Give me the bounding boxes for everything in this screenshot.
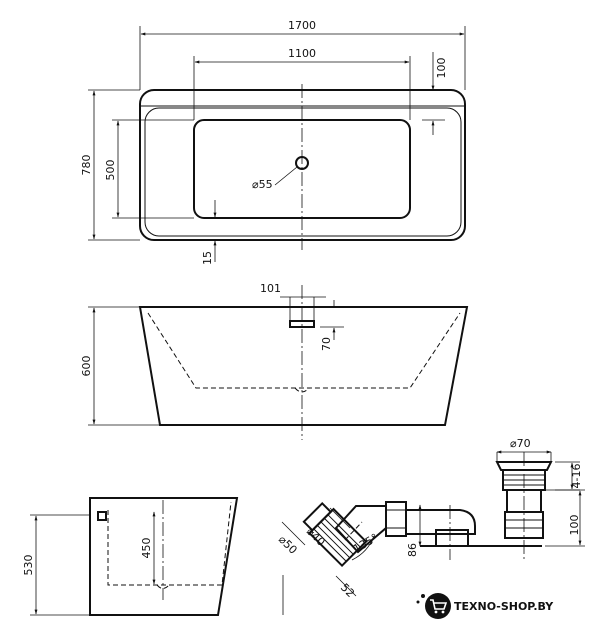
drain-leader [274,166,298,186]
height-label: 600 [80,356,93,377]
top-width-label: 1700 [288,19,316,32]
rim-offset-label: 15 [201,251,214,265]
logo: TEXNO-SHOP.BY [416,593,554,619]
rim-depth-label: 100 [435,58,448,79]
side-inner-dashed [107,501,232,586]
top-view: ⌀55 1700 1100 100 780 500 15 [80,19,466,265]
plug-diameter-label: ⌀70 [510,437,531,450]
inner-width-label: 1100 [288,47,316,60]
side-height-label: 530 [22,555,35,576]
siphon-diagram: ⌀70 4-16 100 86 ⌀40 ⌀50 135° 52 [276,437,585,615]
overflow-height-label: 70 [320,337,333,351]
length-label: 52 [338,581,357,600]
inner-depth-label: 500 [104,160,117,181]
tub-rim-inner [144,107,462,237]
siphon-height-label: 86 [406,543,419,557]
side-view: 450 530 [22,497,239,616]
tub-outer-outline [139,89,466,241]
angle-label: 135° [351,531,380,556]
side-outer-outline [89,497,239,616]
side-overflow [97,511,107,521]
plug-height-label: 100 [568,515,581,536]
diameter-40-label: ⌀40 [304,525,328,549]
front-inner-dashed [147,312,461,389]
front-outer-outline [138,306,469,426]
shopping-cart-icon [425,593,451,619]
inner-height-label: 450 [140,538,153,559]
plug-adjust-label: 4-16 [570,464,583,489]
depth-label: 780 [80,155,93,176]
overflow-offset-label: 101 [260,282,281,295]
drain-diameter-label: ⌀55 [252,178,273,191]
logo-text: TEXNO-SHOP.BY [454,600,554,613]
front-view: 101 70 600 [80,282,469,440]
